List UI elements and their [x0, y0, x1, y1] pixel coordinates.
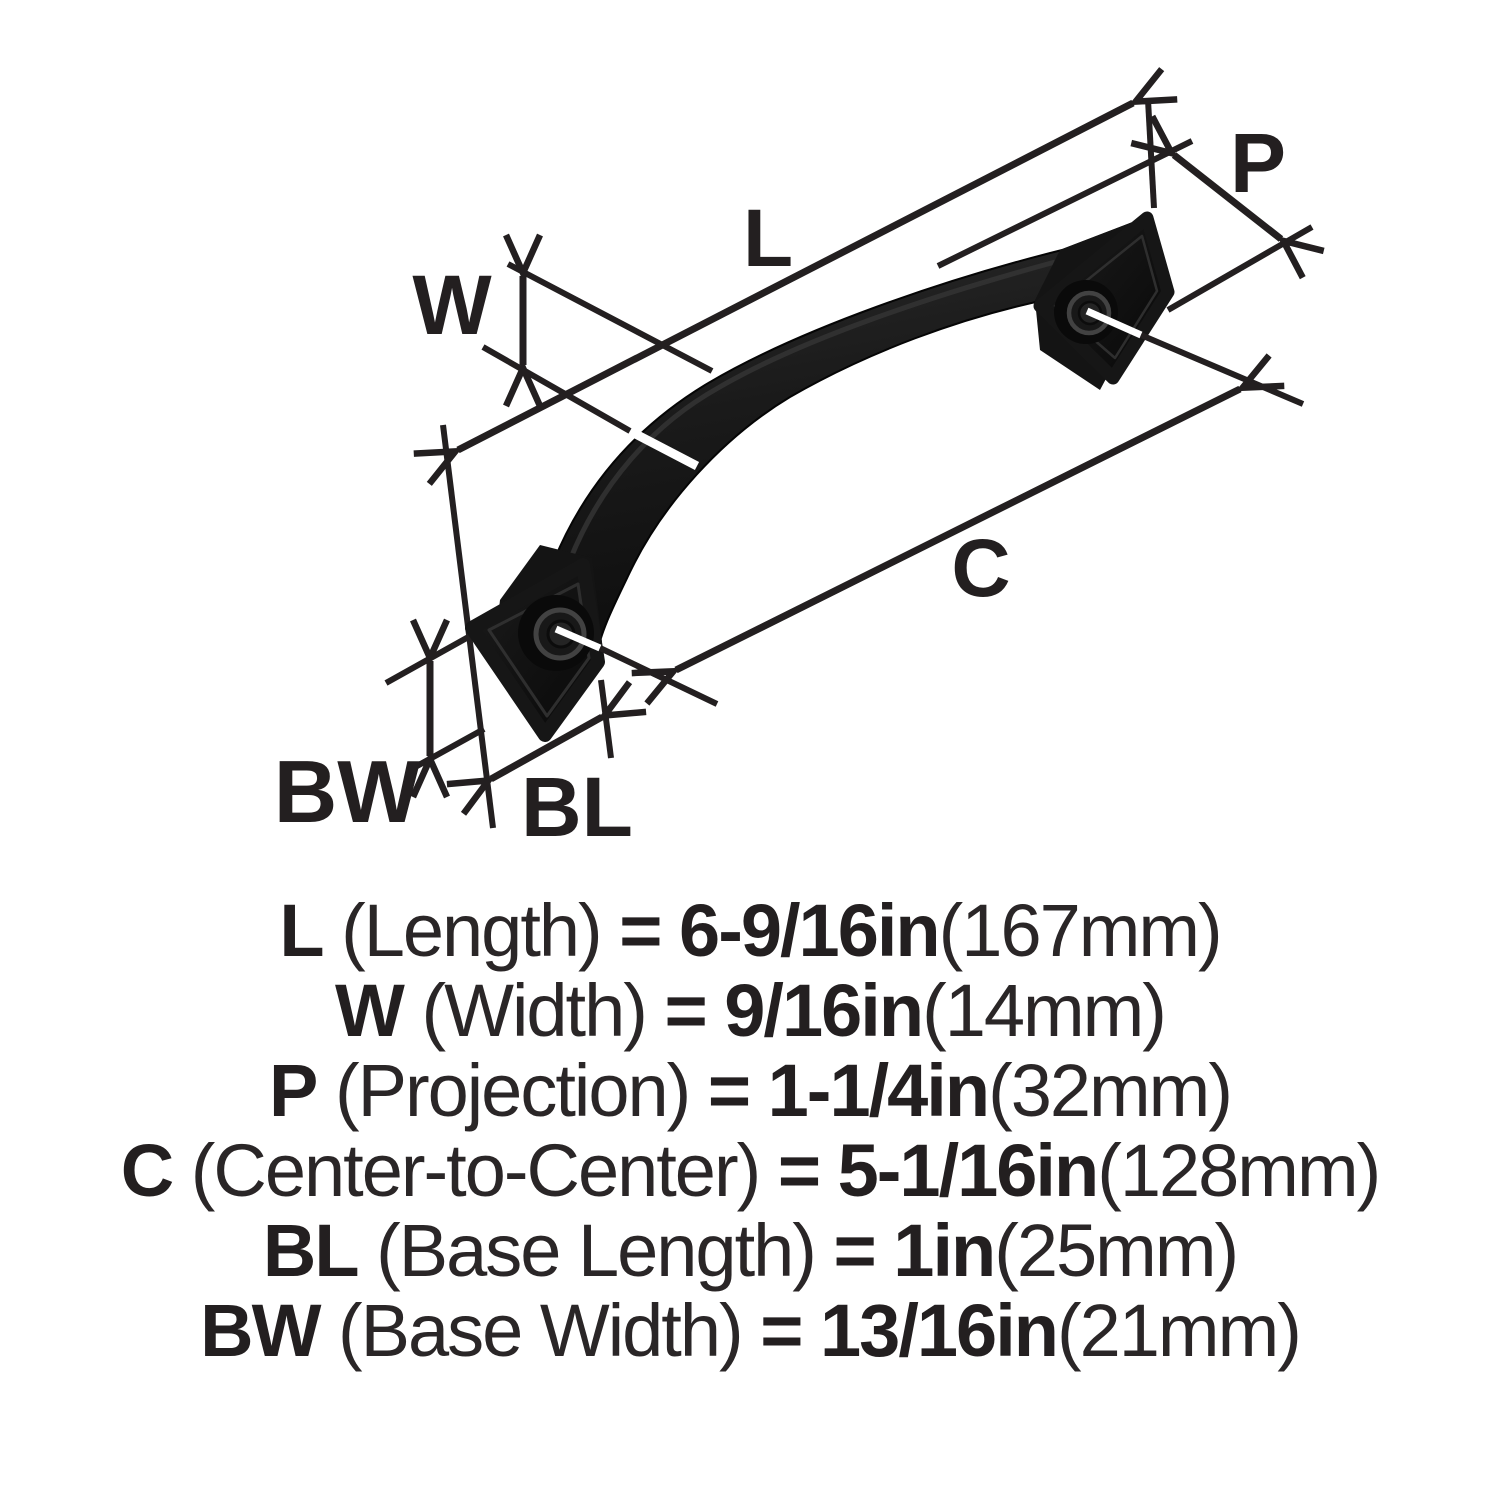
spec-line-width: W (Width) = 9/16in(14mm) [0, 971, 1500, 1051]
ext-line-center-left-white [554, 625, 602, 652]
ext-line-center-right [1139, 332, 1305, 407]
dim-line-projection [1174, 155, 1281, 239]
spec-symbol: BL [262, 1209, 360, 1292]
spec-value: 13/16in [820, 1289, 1059, 1372]
spec-descriptor: (Base Length) [376, 1209, 817, 1292]
spec-symbol: C [120, 1129, 174, 1212]
ext-line-width-top [506, 261, 714, 374]
spec-metric: (14mm) [922, 969, 1167, 1052]
ext-line-width-bottom [481, 344, 632, 434]
dim-label-width: W [412, 258, 492, 352]
spec-value: 6-9/16in [679, 889, 941, 972]
spec-equals: = [833, 1209, 877, 1292]
spec-value: 1-1/4in [767, 1049, 990, 1132]
spec-equals: = [707, 1049, 751, 1132]
spec-descriptor: (Length) [341, 889, 603, 972]
dim-line-base-length [491, 717, 602, 779]
spec-metric: (25mm) [994, 1209, 1239, 1292]
dim-line-center-to-center [676, 389, 1240, 670]
dim-label-center: C [951, 523, 1010, 614]
dim-label-base-width: BW [274, 742, 421, 841]
spec-metric: (32mm) [988, 1049, 1233, 1132]
spec-descriptor: (Base Width) [338, 1289, 744, 1372]
spec-value: 5-1/16in [837, 1129, 1100, 1212]
spec-equals: = [777, 1129, 821, 1212]
spec-equals: = [760, 1289, 803, 1372]
ext-line-length-right [1145, 99, 1157, 209]
spec-value: 1in [893, 1209, 996, 1292]
spec-descriptor: (Width) [421, 969, 647, 1052]
spec-line-length: L (Length) = 6-9/16in(167mm) [0, 891, 1500, 971]
spec-metric: (21mm) [1056, 1289, 1302, 1372]
spec-symbol: BW [200, 1289, 321, 1372]
spec-metric: (167mm) [938, 889, 1223, 972]
dimension-specs: L (Length) = 6-9/16in(167mm) W (Width) =… [0, 891, 1500, 1371]
spec-equals: = [664, 969, 707, 1052]
dim-label-base-length: BL [521, 760, 633, 854]
spec-line-center-to-center: C (Center-to-Center) = 5-1/16in(128mm) [0, 1131, 1500, 1211]
ext-line-projection-front [1166, 224, 1314, 313]
spec-symbol: L [279, 889, 324, 972]
spec-value: 9/16in [724, 969, 924, 1052]
dim-line-length [458, 103, 1133, 450]
spec-line-base-length: BL (Base Length) = 1in(25mm) [0, 1211, 1500, 1291]
spec-line-projection: P (Projection) = 1-1/4in(32mm) [0, 1051, 1500, 1131]
spec-metric: (128mm) [1097, 1129, 1381, 1212]
spec-symbol: P [269, 1049, 318, 1132]
spec-descriptor: (Center-to-Center) [190, 1129, 762, 1212]
spec-line-base-width: BW (Base Width) = 13/16in(21mm) [0, 1291, 1500, 1371]
spec-symbol: W [335, 969, 405, 1052]
handle-illustration: L W P C BW BL [274, 0, 1500, 854]
spec-equals: = [619, 889, 662, 972]
dim-label-length: L [743, 193, 793, 284]
dim-label-projection: P [1230, 116, 1286, 210]
spec-descriptor: (Projection) [334, 1049, 691, 1132]
